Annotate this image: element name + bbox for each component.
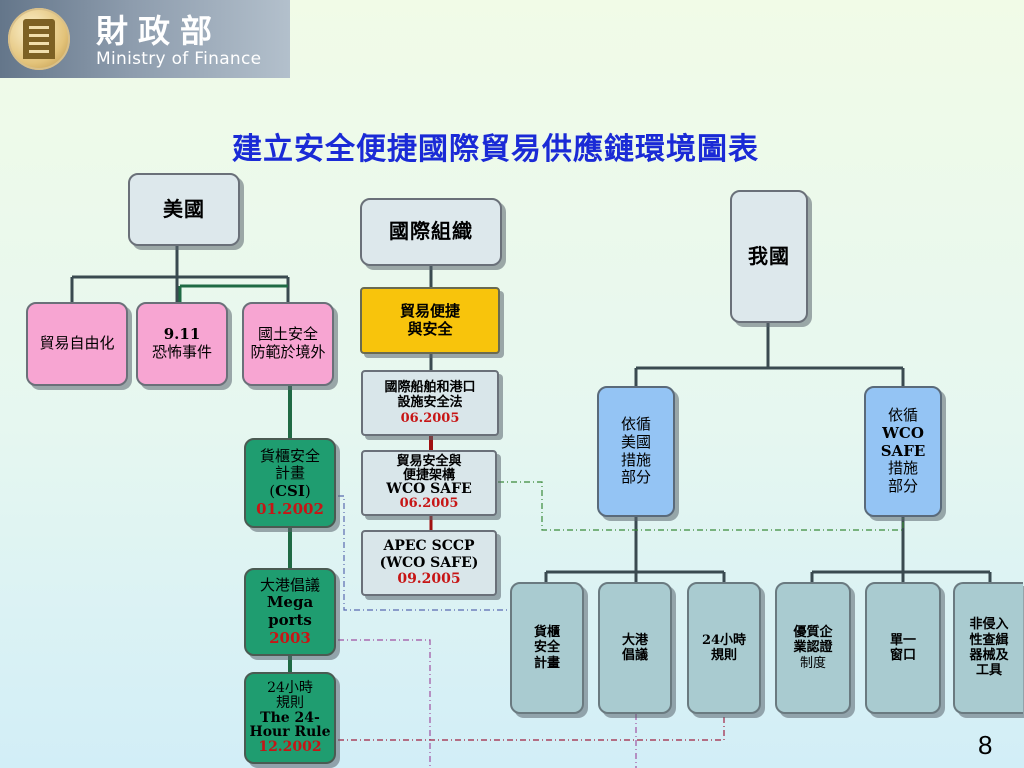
wco-measures-line4: 措施: [887, 459, 918, 478]
framework-line1: 貿易安全與: [396, 454, 462, 470]
tw-csi-line1: 貨櫃: [533, 625, 560, 640]
us-measures-line2: 美國: [620, 432, 651, 451]
homeland-security-box: 國土安全 防範於境外: [242, 302, 334, 386]
tw-mega-line2: 倡議: [621, 648, 648, 663]
tw-megaports-box: 大港 倡議: [598, 582, 672, 714]
wco-framework-box: 貿易安全與 便捷架構 WCO SAFE 06.2005: [361, 450, 497, 516]
facilitation-line2: 與安全: [407, 319, 453, 338]
tw-nii-line4: 工具: [975, 663, 1002, 679]
sccp-line2: (WCO SAFE): [379, 554, 479, 571]
free-trade-box: 貿易自由化: [26, 302, 128, 386]
wco-measures-line3: SAFE: [880, 441, 926, 460]
tw-rule-line2: 規則: [710, 648, 737, 663]
us-measures-line1: 依循: [620, 415, 651, 434]
us-measures-line4: 部分: [620, 468, 651, 487]
megaports-line1: 大港倡議: [259, 575, 320, 594]
rule24-line2: 規則: [276, 694, 304, 711]
taiwan-label: 我國: [748, 243, 790, 268]
tw-aeo-line3: 制度: [799, 655, 826, 671]
ministry-logo: 財政部 Ministry of Finance: [0, 0, 290, 78]
tw-rule24-box: 24小時 規則: [687, 582, 761, 714]
isps-line1: 國際船舶和港口: [384, 380, 476, 395]
wco-measures-line1: 依循: [887, 406, 918, 425]
page-title: 建立安全便捷國際貿易供應鏈環境圖表: [232, 132, 759, 167]
csi-date: 01.2002: [256, 499, 324, 518]
isps-date: 06.2005: [400, 410, 460, 426]
taiwan-box: 我國: [730, 190, 808, 323]
tw-single-window-box: 單一 窗口: [865, 582, 941, 714]
sccp-date: 09.2005: [397, 571, 461, 588]
apec-sccp-box: APEC SCCP (WCO SAFE) 09.2005: [361, 530, 497, 596]
usa-box: 美國: [128, 173, 240, 246]
tw-aeo-line2: 業認證: [793, 640, 833, 656]
framework-line3: WCO SAFE: [386, 481, 472, 498]
tw-nii-box: 非侵入 性查緝 器械及 工具: [953, 582, 1023, 714]
tw-csi-box: 貨櫃 安全 計畫: [510, 582, 584, 714]
tw-nii-line1: 非侵入: [969, 617, 1009, 633]
us-measures-line3: 措施: [620, 450, 651, 469]
tw-window-line2: 窗口: [889, 648, 916, 663]
csi-line2: 計畫: [274, 464, 305, 483]
tw-rule-line1: 24小時: [701, 632, 747, 648]
intl-org-label: 國際組織: [389, 219, 473, 244]
tw-csi-line3: 計畫: [533, 655, 560, 671]
september-11-box: 9.11 恐怖事件: [136, 302, 228, 386]
facilitation-security-box: 貿易便捷 與安全: [360, 287, 500, 354]
rule24-box: 24小時 規則 The 24- Hour Rule 12.2002: [244, 672, 336, 764]
us-measures-box: 依循 美國 措施 部分: [597, 386, 675, 517]
tw-mega-line1: 大港: [621, 632, 648, 648]
september-11-date: 9.11: [163, 325, 201, 344]
rule24-line3: The 24-: [260, 709, 320, 726]
tw-aeo-line1: 優質企: [793, 625, 833, 640]
tw-aeo-box: 優質企 業認證 制度: [775, 582, 851, 714]
free-trade-label: 貿易自由化: [39, 334, 115, 353]
megaports-date: 2003: [269, 628, 311, 647]
wco-measures-line2: WCO: [882, 423, 924, 442]
framework-date: 06.2005: [399, 496, 459, 512]
intl-org-box: 國際組織: [360, 198, 502, 266]
megaports-box: 大港倡議 Mega ports 2003: [244, 568, 336, 656]
isps-box: 國際船舶和港口 設施安全法 06.2005: [361, 370, 499, 436]
wco-measures-box: 依循 WCO SAFE 措施 部分: [864, 386, 942, 517]
page-number: 8: [978, 730, 993, 760]
rule24-line1: 24小時: [267, 679, 313, 696]
facilitation-line1: 貿易便捷: [399, 301, 460, 320]
logo-english-name: Ministry of Finance: [96, 49, 262, 69]
csi-code: (CSI): [269, 482, 311, 500]
ministry-seal-icon: [8, 8, 70, 70]
isps-line2: 設施安全法: [397, 395, 463, 411]
rule24-date: 12.2002: [258, 739, 322, 756]
usa-label: 美國: [163, 196, 205, 221]
tw-window-line1: 單一: [889, 632, 916, 648]
csi-box: 貨櫃安全 計畫 (CSI) 01.2002: [244, 438, 336, 528]
rule24-line4: Hour Rule: [249, 724, 331, 741]
sccp-line1: APEC SCCP: [383, 538, 475, 555]
tw-nii-line2: 性查緝: [969, 632, 1009, 648]
september-11-label: 恐怖事件: [151, 343, 212, 361]
csi-line1: 貨櫃安全: [259, 446, 320, 465]
wco-measures-line5: 部分: [887, 477, 918, 496]
logo-chinese-name: 財政部: [96, 12, 223, 50]
tw-csi-line2: 安全: [533, 640, 560, 656]
homeland-line2: 防範於境外: [250, 343, 326, 361]
homeland-line1: 國土安全: [257, 325, 318, 344]
framework-line2: 便捷架構: [402, 467, 455, 483]
tw-nii-line3: 器械及: [969, 648, 1009, 663]
megaports-line2: Mega ports: [266, 593, 314, 629]
